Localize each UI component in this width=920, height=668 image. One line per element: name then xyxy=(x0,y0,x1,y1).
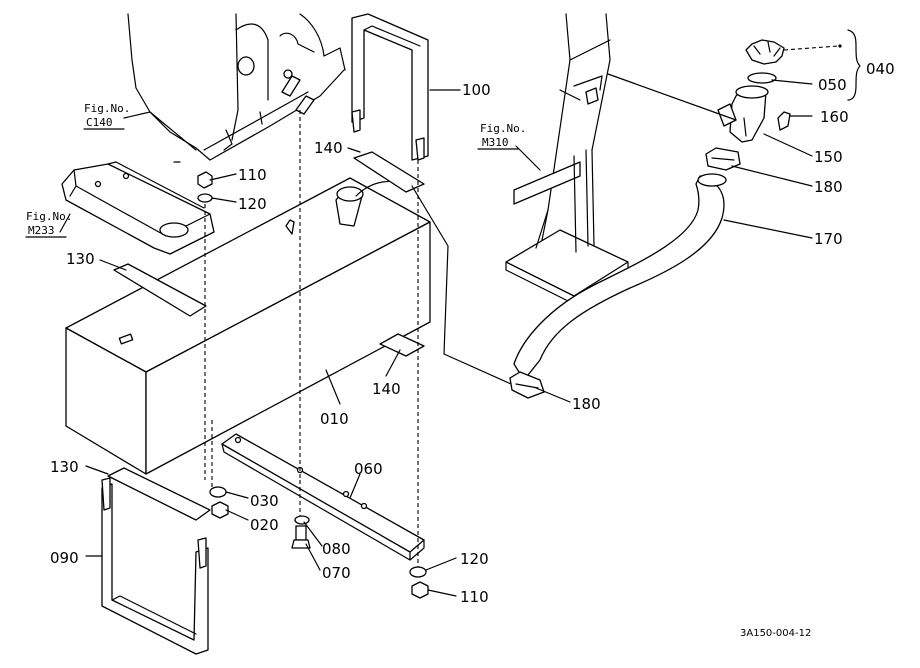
label-160: 160 xyxy=(820,108,849,126)
fig-label-m310: Fig.No. xyxy=(480,122,526,135)
frame-m310 xyxy=(505,13,629,305)
strap-lower xyxy=(101,477,209,655)
leader-lines xyxy=(59,29,861,597)
strap-upper xyxy=(351,13,429,161)
label-090: 090 xyxy=(50,549,79,567)
fig-ref-m310: M310 xyxy=(482,136,509,149)
part-number-labels: 110 120 140 100 130 140 010 130 090 030 … xyxy=(50,60,895,606)
frame-c140 xyxy=(127,13,346,161)
fig-ref-c140: C140 xyxy=(86,116,113,129)
label-010: 010 xyxy=(320,410,349,428)
label-170: 170 xyxy=(814,230,843,248)
label-050: 050 xyxy=(818,76,847,94)
bracket-m233 xyxy=(61,161,215,255)
label-110-upper: 110 xyxy=(238,166,267,184)
label-030: 030 xyxy=(250,492,279,510)
label-180-lower: 180 xyxy=(572,395,601,413)
fuel-hose xyxy=(509,147,741,399)
label-020: 020 xyxy=(250,516,279,534)
label-130-lower: 130 xyxy=(50,458,79,476)
label-180-upper: 180 xyxy=(814,178,843,196)
label-120-upper: 120 xyxy=(238,195,267,213)
label-100: 100 xyxy=(462,81,491,99)
label-060: 060 xyxy=(354,460,383,478)
label-140-lower: 140 xyxy=(372,380,401,398)
label-130-upper: 130 xyxy=(66,250,95,268)
label-070: 070 xyxy=(322,564,351,582)
fig-ref-m233: M233 xyxy=(28,224,55,237)
label-110-lower: 110 xyxy=(460,588,489,606)
fig-label-m233: Fig.No. xyxy=(26,210,72,223)
pads xyxy=(107,151,425,521)
fig-label-c140: Fig.No. xyxy=(84,102,130,115)
label-120-lower: 120 xyxy=(460,550,489,568)
label-040: 040 xyxy=(866,60,895,78)
fuel-tank xyxy=(65,177,431,475)
filler-assembly xyxy=(411,39,842,389)
fasteners xyxy=(197,110,429,599)
label-140-upper: 140 xyxy=(314,139,343,157)
drawing-code: 3A150-004-12 xyxy=(740,628,811,639)
label-080: 080 xyxy=(322,540,351,558)
label-150: 150 xyxy=(814,148,843,166)
figure-reference-labels: Fig.No. C140 Fig.No. M233 Fig.No. M310 xyxy=(25,102,526,238)
